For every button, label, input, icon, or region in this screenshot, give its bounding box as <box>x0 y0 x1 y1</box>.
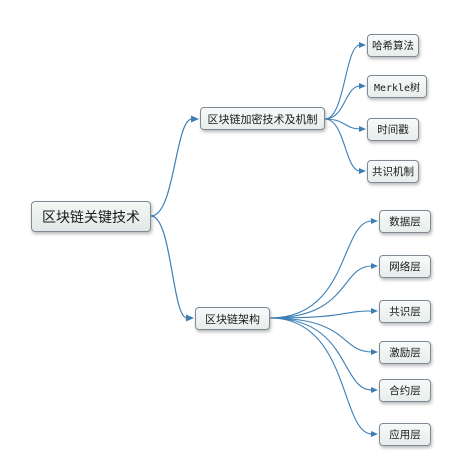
arrowhead-application-layer <box>371 431 378 437</box>
leaf-node-label: 数据层 <box>389 216 421 228</box>
arrowhead-data-layer <box>371 218 378 224</box>
connector-crypto-to-timestamp <box>324 118 361 130</box>
leaf-node-merkle[interactable]: Merkle树 <box>367 75 427 98</box>
leaf-node-consensus-layer[interactable]: 共识层 <box>379 300 431 323</box>
arrowhead-hash <box>359 42 366 48</box>
arrowhead-contract-layer <box>371 387 378 393</box>
arrowhead-consensus-layer <box>371 308 378 314</box>
leaf-node-consensus-mechanism[interactable]: 共识机制 <box>367 160 419 183</box>
arrowhead-incentive-layer <box>371 349 378 355</box>
connector-crypto-to-merkle <box>324 85 361 120</box>
leaf-node-label: Merkle树 <box>373 83 421 94</box>
leaf-node-hash[interactable]: 哈希算法 <box>367 34 419 57</box>
connector-arch-to-incentive-layer <box>269 317 373 353</box>
arrowhead-crypto <box>191 115 199 123</box>
connector-root-to-crypto <box>150 118 193 217</box>
connector-arch-to-data-layer <box>269 220 373 319</box>
connector-arch-to-contract-layer <box>269 317 373 391</box>
leaf-node-network-layer[interactable]: 网络层 <box>379 255 431 278</box>
branch-node-architecture[interactable]: 区块链架构 <box>195 307 270 330</box>
leaf-node-label: 共识机制 <box>372 166 414 178</box>
leaf-node-data-layer[interactable]: 数据层 <box>379 210 431 233</box>
leaf-node-label: 合约层 <box>389 385 421 397</box>
connector-arch-to-application-layer <box>269 317 373 435</box>
branch-node-label: 区块链架构 <box>205 312 260 326</box>
connector-root-to-architecture <box>150 215 188 319</box>
root-node[interactable]: 区块链关键技术 <box>31 201 151 232</box>
leaf-node-incentive-layer[interactable]: 激励层 <box>379 341 431 364</box>
connector-arch-to-network-layer <box>269 265 373 319</box>
leaf-node-contract-layer[interactable]: 合约层 <box>379 379 431 402</box>
leaf-node-application-layer[interactable]: 应用层 <box>379 423 431 446</box>
leaf-node-label: 应用层 <box>389 429 421 441</box>
leaf-node-label: 时间戳 <box>377 124 409 136</box>
arrowhead-consensus-mech <box>359 168 366 174</box>
arrowhead-network-layer <box>371 263 378 269</box>
leaf-node-label: 共识层 <box>389 306 421 318</box>
leaf-node-label: 激励层 <box>389 347 421 359</box>
connector-crypto-to-hash <box>324 44 361 120</box>
leaf-node-label: 哈希算法 <box>372 40 414 52</box>
connector-arch-to-consensus-layer <box>269 310 373 319</box>
arrowhead-timestamp <box>359 126 366 132</box>
connector-crypto-to-consensus-mech <box>324 118 361 172</box>
arrowhead-merkle <box>359 83 366 89</box>
leaf-node-timestamp[interactable]: 时间戳 <box>367 118 419 141</box>
branch-node-crypto[interactable]: 区块链加密技术及机制 <box>200 107 325 130</box>
root-node-label: 区块链关键技术 <box>42 209 140 226</box>
branch-node-label: 区块链加密技术及机制 <box>207 112 318 126</box>
leaf-node-label: 网络层 <box>389 261 421 273</box>
arrowhead-architecture <box>186 314 194 322</box>
